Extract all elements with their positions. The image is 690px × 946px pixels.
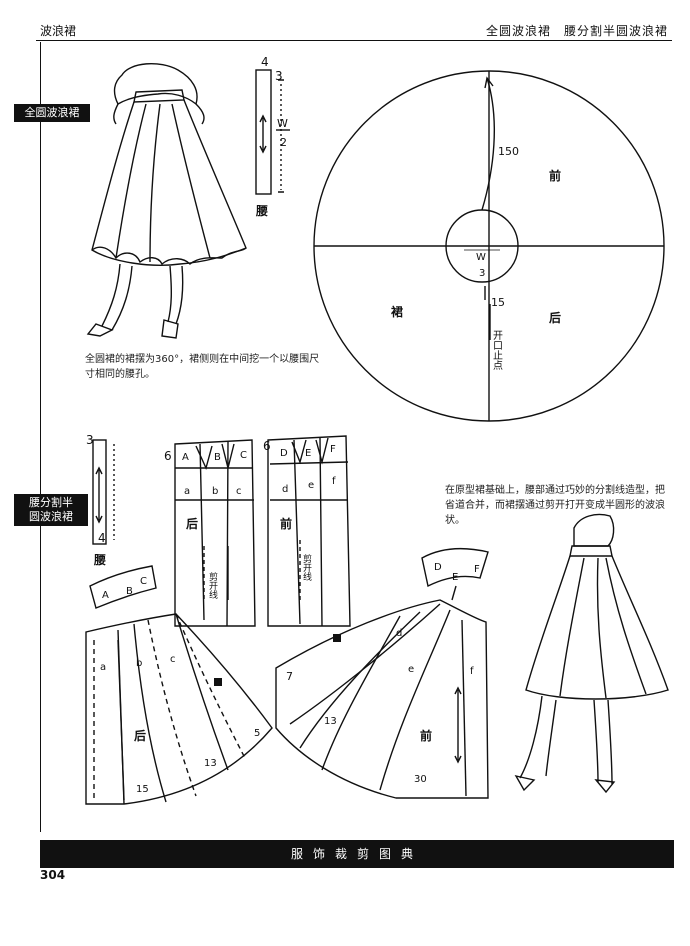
label-f-front: f <box>332 476 336 487</box>
label-n13-front: 13 <box>324 716 337 727</box>
waistband-strip-bottom <box>92 439 115 545</box>
label-back-panel: 后 <box>134 728 146 743</box>
label-n3: 3 <box>275 69 283 83</box>
back-base-pattern <box>174 439 256 627</box>
label-n4: 4 <box>261 55 269 69</box>
front-flare-panel <box>275 599 489 799</box>
label-n4-bottom: 4 <box>98 531 106 545</box>
label-open-end: 开口止点 <box>491 330 503 371</box>
label-c-panel: c <box>170 654 176 665</box>
label-w3-num: W <box>476 252 486 263</box>
label-e-front: e <box>308 480 314 491</box>
label-front-base: 前 <box>280 516 292 531</box>
label-B-yoke: B <box>126 586 133 597</box>
label-c-back: c <box>236 486 242 497</box>
label-waist-bottom: 腰 <box>93 552 106 567</box>
full-circle-pattern <box>313 70 665 422</box>
label-n15-circle: 15 <box>491 296 505 309</box>
footer-band <box>40 840 674 868</box>
label-w3-den: 3 <box>479 268 485 279</box>
figure-half-circle-skirt <box>514 513 669 794</box>
header-left-title: 波浪裙 <box>40 24 77 38</box>
back-flare-panel <box>85 613 273 805</box>
label-n7: 7 <box>286 670 293 683</box>
label-d-front: d <box>282 484 288 495</box>
label-E-front: E <box>305 448 311 459</box>
label-E-yoke: E <box>452 572 458 583</box>
label-skirt-circle: 裙 <box>390 304 403 319</box>
label-n3-bottom: 3 <box>86 433 94 447</box>
label-e-panel: e <box>408 664 414 675</box>
label-F-yoke: F <box>474 564 480 575</box>
label-n150: 150 <box>498 145 519 158</box>
figure-full-circle-skirt <box>86 62 247 339</box>
section-tag-half-circle: 腰分割半 圆波浪裙 <box>14 494 88 526</box>
back-yoke-piece <box>89 565 157 609</box>
label-cut-line-front: 剪开线 <box>301 553 312 581</box>
label-front-circle: 前 <box>549 168 561 183</box>
label-w2-den: 2 <box>280 136 287 149</box>
label-a-back: a <box>184 486 190 497</box>
label-n6-back: 6 <box>164 449 172 463</box>
left-margin-rule <box>40 42 41 832</box>
label-f-panel: f <box>470 666 474 677</box>
section-tag-line1: 腰分割半 <box>29 496 73 509</box>
caption-half-circle: 在原型裙基础上，腰部通过巧妙的分割线造型，把省道合并，而裙摆通过剪开打开变成半圆… <box>445 485 665 526</box>
label-waist-top: 腰 <box>255 203 268 218</box>
label-B-back: B <box>214 452 221 463</box>
caption-full-circle: 全圆裙的裙摆为360°，裙侧则在中间挖一个以腰围尺寸相同的腰孔。 <box>85 354 320 380</box>
label-C-yoke: C <box>140 576 147 587</box>
section-tag-line2: 圆波浪裙 <box>29 510 73 523</box>
section-tag-full-circle: 全圆波浪裙 <box>14 104 90 122</box>
notch-marker-front <box>333 634 341 642</box>
label-front-panel: 前 <box>420 728 432 743</box>
header-rule <box>36 40 672 41</box>
label-w2-num: W <box>277 117 288 130</box>
label-n13-back: 13 <box>204 758 217 769</box>
footer-title: 服饰裁剪图典 <box>290 847 423 861</box>
label-b-panel: b <box>136 658 142 669</box>
label-A-back: A <box>182 452 189 463</box>
header-right-title: 全圆波浪裙 腰分割半圆波浪裙 <box>485 24 668 38</box>
label-A-yoke: A <box>102 590 109 601</box>
label-d-panel: d <box>396 628 402 639</box>
label-back-base: 后 <box>186 516 198 531</box>
label-n15-back: 15 <box>136 784 149 795</box>
label-F-front: F <box>330 444 336 455</box>
notch-marker-back <box>214 678 222 686</box>
label-n30: 30 <box>414 774 427 785</box>
label-cut-line-back: 剪开线 <box>207 571 218 599</box>
label-back-circle: 后 <box>549 310 561 325</box>
waistband-strip-top <box>255 69 290 195</box>
label-b-back: b <box>212 486 218 497</box>
label-D-yoke: D <box>434 562 442 573</box>
front-base-pattern <box>267 435 351 627</box>
label-a-panel: a <box>100 662 106 673</box>
label-n5: 5 <box>254 728 260 739</box>
label-D-front: D <box>280 448 288 459</box>
label-n6-front: 6 <box>263 439 271 453</box>
label-C-back: C <box>240 450 247 461</box>
page-number: 304 <box>40 868 66 882</box>
front-yoke-piece <box>421 547 489 601</box>
